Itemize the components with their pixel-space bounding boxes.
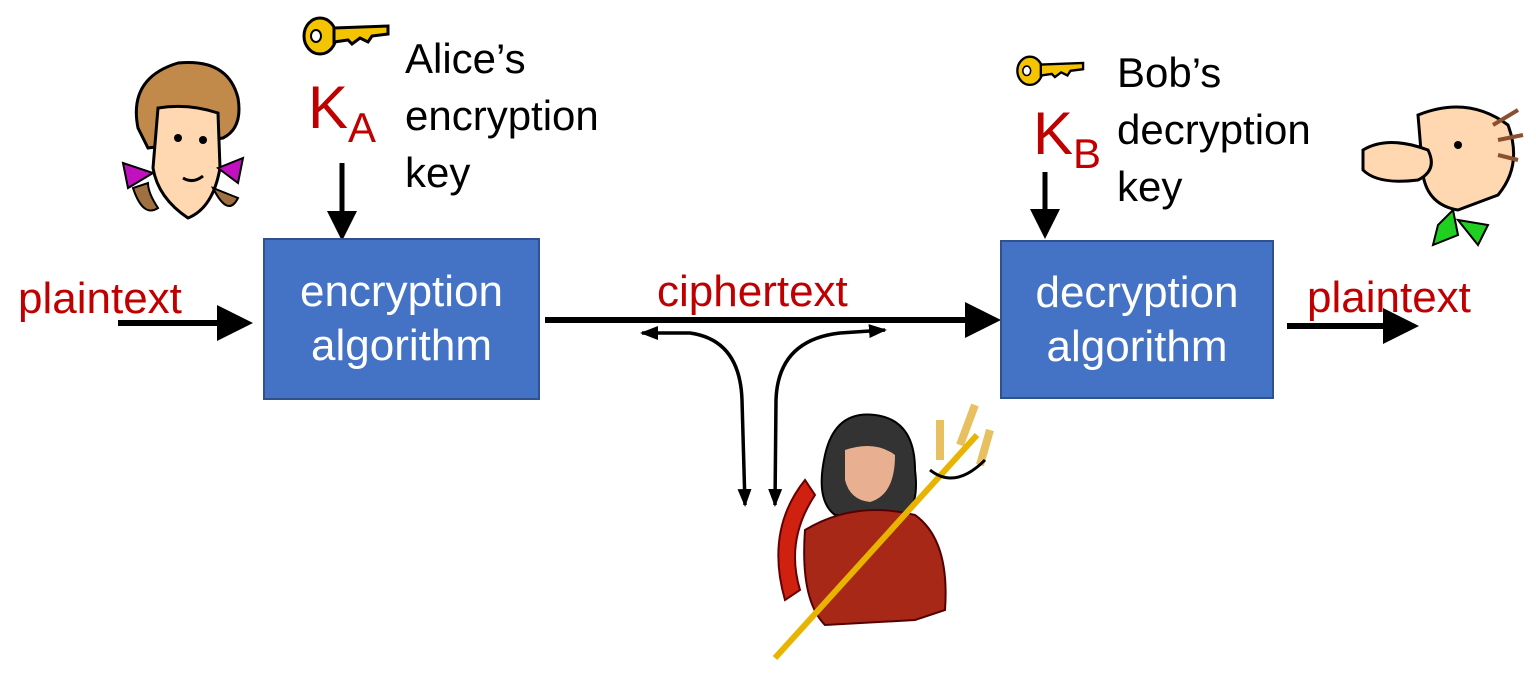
eavesdrop-left-arrow [640,326,752,507]
plaintext-output-label: plaintext [1307,273,1471,322]
bob-key-caption-line1: Bob’s [1117,49,1222,96]
alice-illustration [121,60,245,220]
encryption-algorithm-box: encryption algorithm [263,238,540,400]
encryption-box-line2: algorithm [311,321,492,370]
alice-key-caption-line3: key [405,149,471,196]
eavesdrop-right-arrow [768,324,887,507]
key-subscript: B [1073,130,1102,177]
decryption-box-line1: decryption [1035,267,1239,317]
decryption-algorithm-box: decryption algorithm [1000,240,1274,399]
bob-key-symbol: KB [1033,104,1101,184]
bob-key-icon [1016,55,1085,87]
alice-key-caption: Alice’s encryption key [405,30,599,201]
plaintext-input-label: plaintext [18,274,182,323]
key-letter: K [308,74,349,141]
alice-key-icon [302,16,390,56]
ciphertext-label: ciphertext [657,267,848,316]
alice-key-symbol: KA [308,78,376,158]
key-subscript: A [348,104,377,151]
bob-illustration [1361,105,1524,247]
trudy-intruder-illustration [772,403,994,661]
alice-key-caption-line1: Alice’s [405,35,526,82]
bob-key-caption: Bob’s decryption key [1117,44,1311,215]
decryption-box-line2: algorithm [1046,321,1228,371]
bob-key-caption-line3: key [1117,163,1183,210]
key-letter: K [1033,100,1074,167]
alice-key-caption-line2: encryption [405,92,599,139]
bob-key-caption-line2: decryption [1117,106,1311,153]
encryption-box-line1: encryption [299,267,503,316]
